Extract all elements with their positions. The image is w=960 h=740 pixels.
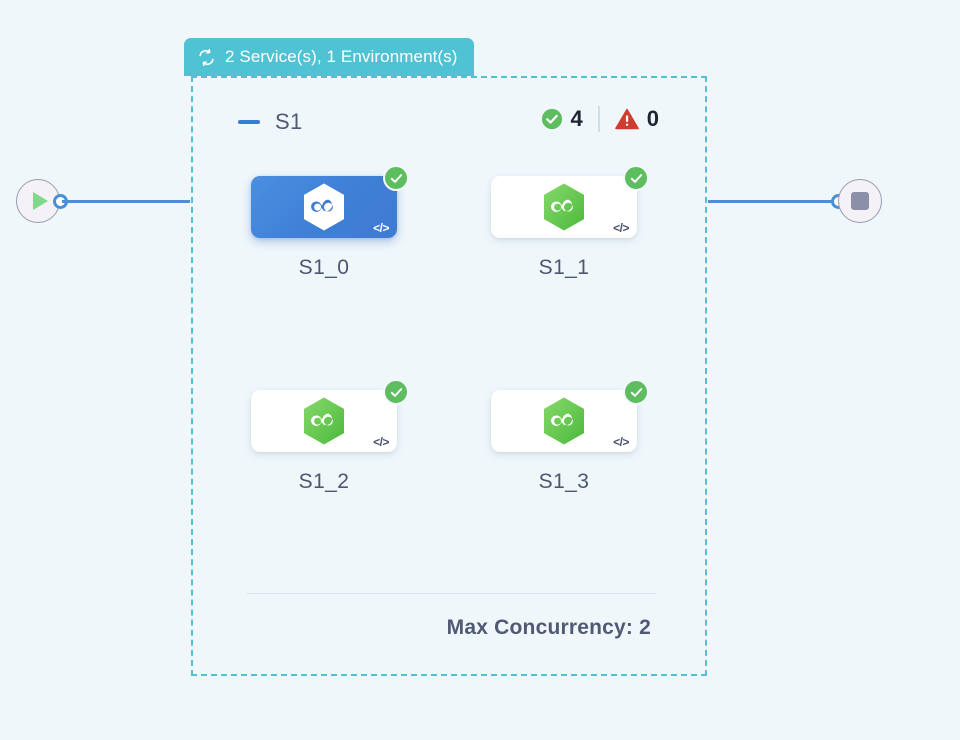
success-status: 4	[541, 108, 583, 130]
node-hexagon-icon	[304, 183, 344, 231]
node-hexagon-icon	[544, 183, 584, 231]
code-badge: </>	[613, 435, 629, 449]
start-node[interactable]	[16, 179, 60, 223]
check-circle-icon	[383, 379, 409, 405]
node-hexagon-icon	[304, 397, 344, 445]
success-count: 4	[570, 106, 583, 131]
connector-right	[708, 200, 840, 203]
check-glyph	[630, 173, 642, 183]
node-item: </> S1_3	[491, 379, 649, 494]
node-item: </> S1_0	[251, 165, 409, 280]
play-icon	[32, 192, 48, 210]
loop-icon	[199, 48, 214, 66]
check-circle-icon	[541, 108, 562, 130]
code-badge: </>	[373, 221, 389, 235]
node-label: S1_2	[298, 470, 350, 493]
node-label: S1_1	[538, 256, 590, 279]
warning-count: 0	[646, 106, 659, 131]
warning-status: 0	[614, 106, 659, 131]
group-header-badge[interactable]: 2 Service(s), 1 Environment(s)	[184, 38, 474, 76]
check-circle-icon	[623, 165, 649, 191]
check-circle-icon	[623, 379, 649, 405]
code-badge: </>	[373, 435, 389, 449]
check-glyph	[390, 173, 402, 183]
node-grid: </> S1_0	[251, 165, 671, 494]
check-glyph	[630, 387, 642, 397]
group-status-summary: 4 0	[541, 106, 659, 132]
node-card-s1-0[interactable]: </>	[251, 165, 409, 238]
node-item: </> S1_1	[491, 165, 649, 280]
max-concurrency-label: Max Concurrency: 2	[446, 616, 651, 639]
group-header-label: 2 Service(s), 1 Environment(s)	[225, 47, 458, 66]
node-item: </> S1_2	[251, 379, 409, 494]
node-hexagon-icon	[544, 397, 584, 445]
stop-icon	[851, 192, 869, 210]
service-group-container: S1 4 0	[191, 76, 707, 676]
connector-left	[62, 200, 190, 203]
minus-icon[interactable]	[238, 120, 260, 124]
status-divider	[597, 106, 600, 132]
check-circle-icon	[383, 165, 409, 191]
node-card-s1-1[interactable]: </>	[491, 165, 649, 238]
warning-triangle-icon	[614, 108, 639, 130]
code-badge: </>	[613, 221, 629, 235]
node-card-s1-3[interactable]: </>	[491, 379, 649, 452]
group-title-row[interactable]: S1	[238, 109, 303, 135]
end-node[interactable]	[838, 179, 882, 223]
node-label: S1_0	[298, 256, 350, 279]
group-footer-divider	[246, 593, 656, 594]
node-label: S1_3	[538, 470, 590, 493]
node-card-s1-2[interactable]: </>	[251, 379, 409, 452]
group-title: S1	[275, 109, 303, 134]
check-glyph	[390, 387, 402, 397]
